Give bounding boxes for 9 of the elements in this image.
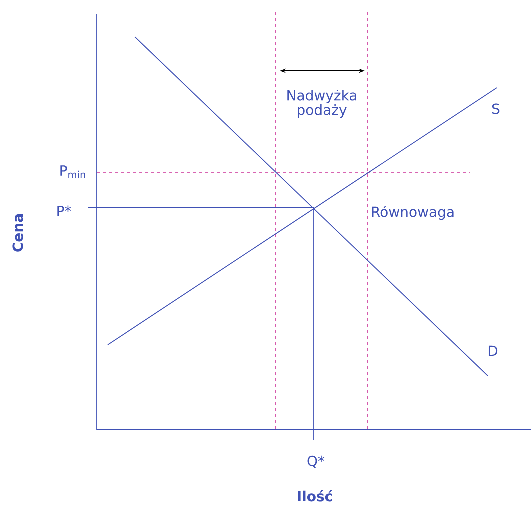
curve-label: D [488, 346, 498, 356]
point-label: Równowaga [372, 206, 454, 220]
annotation-label: Nadwyżka podaży [288, 90, 356, 118]
quantity-label: Q* [308, 456, 325, 468]
price-label: P$_{min}$ [60, 166, 86, 178]
curve-label: S [492, 104, 500, 114]
axis-title: Ilość [298, 490, 333, 502]
price-label: P* [58, 206, 72, 216]
axis-title: Cena [12, 214, 24, 252]
